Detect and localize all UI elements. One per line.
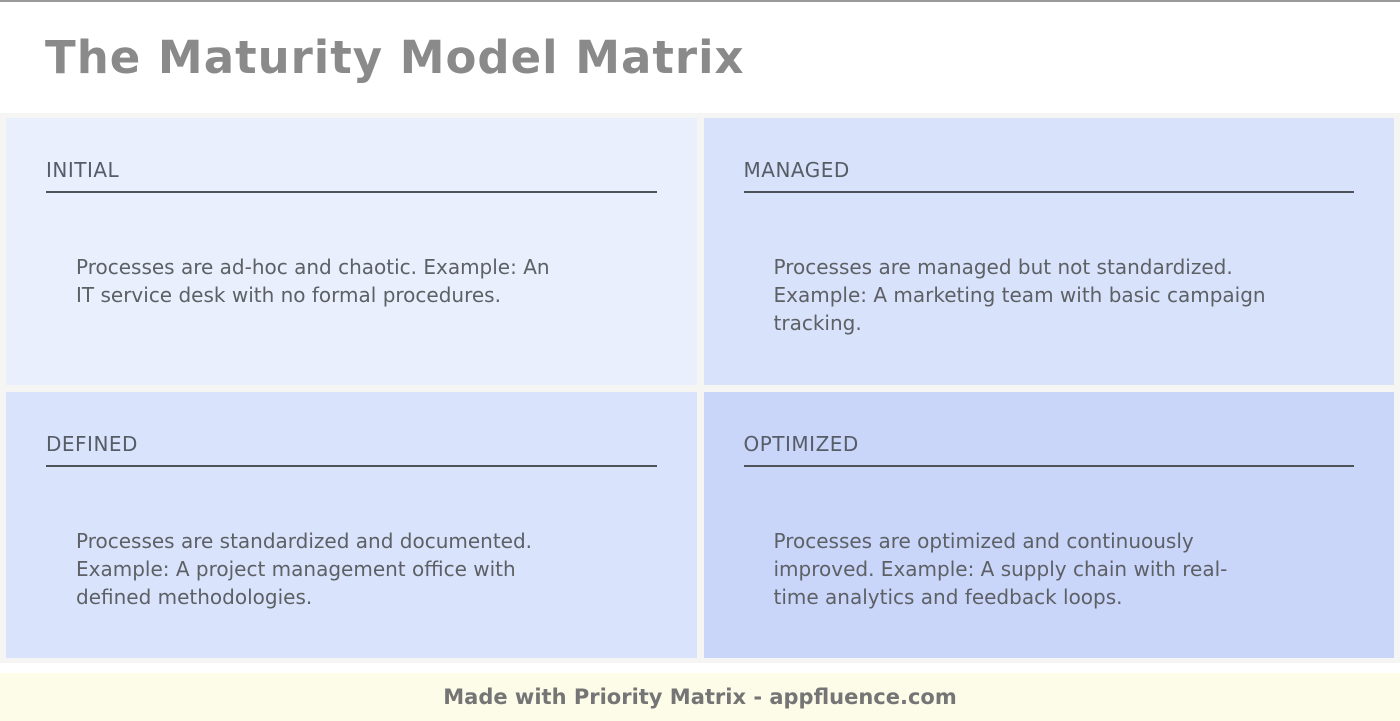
quadrant-defined-description: Processes are standardized and documente… (76, 528, 533, 609)
quadrant-optimized: OPTIMIZED Processes are optimized and co… (703, 391, 1394, 658)
quadrant-defined-label: DEFINED (46, 432, 657, 467)
quadrant-initial-description: Processes are ad-hoc and chaotic. Exampl… (76, 255, 550, 307)
quadrant-optimized-label: OPTIMIZED (743, 432, 1354, 467)
quadrant-managed: MANAGED Processes are managed but not st… (703, 118, 1394, 385)
top-border (0, 0, 1400, 2)
quadrant-defined: DEFINED Processes are standardized and d… (6, 391, 697, 658)
page-title: The Maturity Model Matrix (45, 31, 745, 84)
quadrant-initial: INITIAL Processes are ad-hoc and chaotic… (6, 118, 697, 385)
quadrant-grid: INITIAL Processes are ad-hoc and chaotic… (0, 113, 1400, 663)
quadrant-managed-label: MANAGED (743, 158, 1354, 193)
header: The Maturity Model Matrix (0, 2, 1400, 113)
quadrant-initial-label: INITIAL (46, 158, 657, 193)
quadrant-optimized-description: Processes are optimized and continuously… (773, 528, 1228, 609)
footer-credit: Made with Priority Matrix - appfluence.c… (443, 685, 957, 709)
quadrant-managed-description: Processes are managed but not standardiz… (773, 255, 1266, 335)
footer-bar: Made with Priority Matrix - appfluence.c… (0, 673, 1400, 721)
